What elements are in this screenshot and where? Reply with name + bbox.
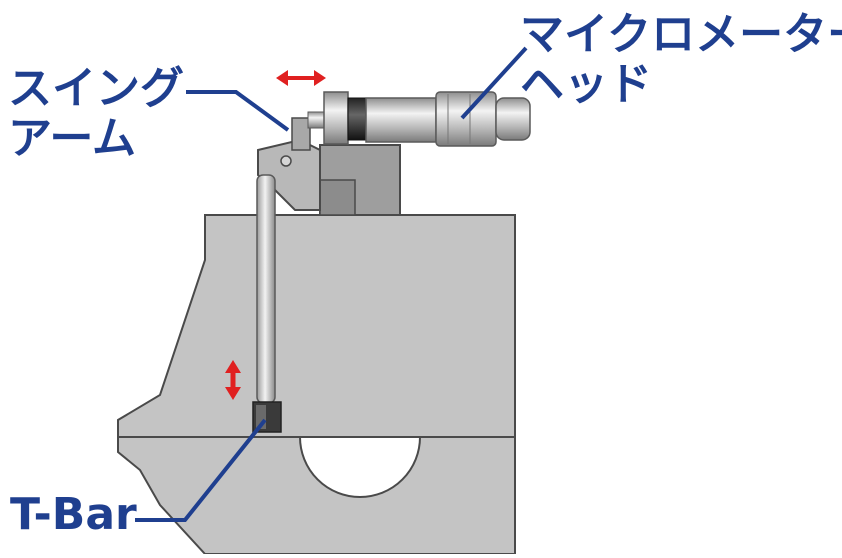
micrometer-leader-line — [460, 46, 528, 120]
swing-arm-assembly — [257, 117, 401, 216]
swing-arm-label: スイング アーム — [8, 64, 184, 164]
swing-arm-label-line2: アーム — [8, 113, 137, 164]
vertical-arrow-icon — [225, 360, 241, 400]
micrometer-head — [307, 91, 531, 147]
micrometer-head-label: マイクロメーター ヘッド — [520, 10, 842, 110]
t-bar-leader-line — [135, 418, 267, 522]
micrometer-label-line1: マイクロメーター — [520, 9, 842, 60]
pivot-pin — [280, 155, 292, 167]
swing-arm-label-line1: スイング — [8, 63, 184, 114]
horizontal-arrow-icon — [276, 70, 326, 86]
swing-arm-leader-line — [186, 90, 290, 132]
t-bar-label: T-Bar — [10, 489, 137, 540]
t-bar-rod — [252, 174, 282, 433]
micrometer-label-line2: ヘッド — [520, 59, 652, 110]
workpiece-body — [117, 214, 516, 555]
